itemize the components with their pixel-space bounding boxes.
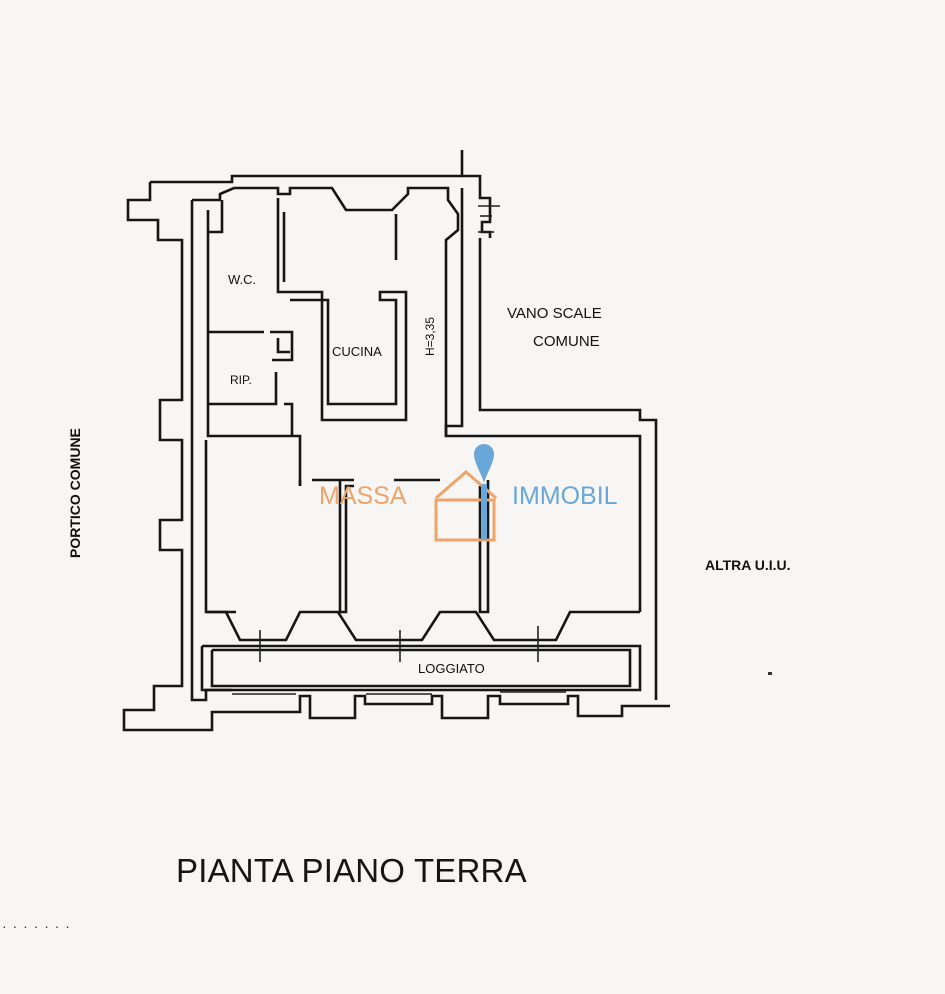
room-label-cucina: CUCINA [332, 344, 382, 359]
room-label-vano-scale: VANO SCALE [507, 305, 602, 322]
window-marks [478, 205, 500, 233]
watermark-text-right: IMMOBIL [512, 482, 618, 510]
room-label-comune: COMUNE [533, 333, 600, 350]
room-label-wc: W.C. [228, 272, 256, 287]
house-pin-icon [434, 444, 497, 542]
room-label-altra-uiu: ALTRA U.I.U. [705, 557, 791, 573]
plan-title: PIANTA PIANO TERRA [176, 852, 527, 889]
watermark-text-left: MASSA [319, 482, 407, 510]
inner-walls [190, 186, 642, 702]
height-note: H=3,35 [423, 317, 437, 356]
room-label-portico: PORTICO COMUNE [67, 428, 83, 558]
room-label-rip: RIP. [230, 373, 252, 387]
scan-speck [768, 672, 772, 675]
room-label-loggiato: LOGGIATO [418, 661, 485, 676]
scan-dots: · · · · · · · [2, 918, 71, 934]
